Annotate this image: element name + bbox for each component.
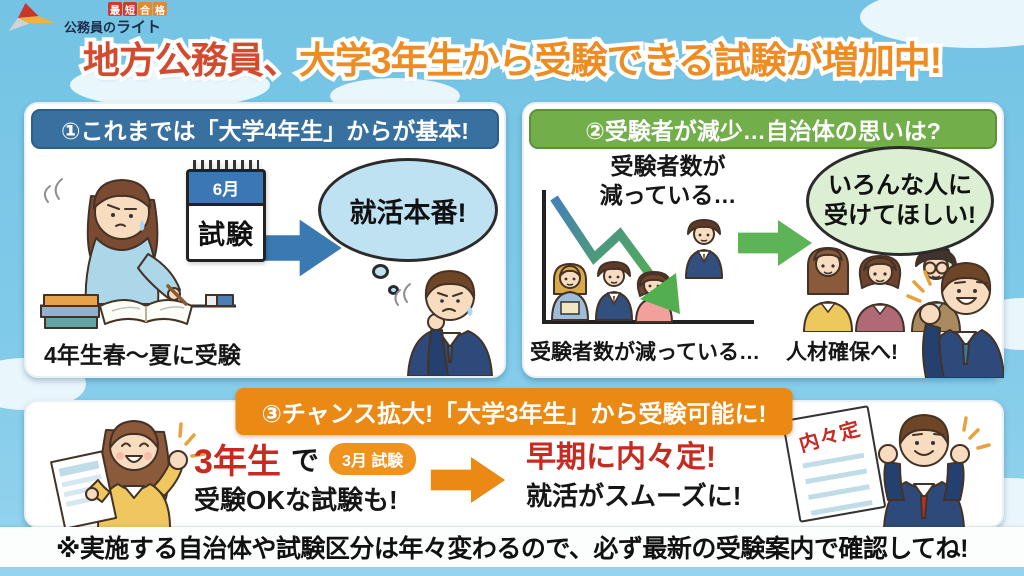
grade-suffix: で — [290, 444, 319, 476]
declining-applicants-chart — [542, 190, 754, 324]
march-exam-badge: 3月 試験 — [328, 442, 417, 475]
brand-text: 最 短 合 格 公務員のライト — [64, 2, 167, 37]
speech-bubble-line2: 受けてほしい! — [824, 202, 976, 229]
paper-plane-icon — [8, 2, 56, 32]
chart-annotation-line2: 減っている… — [599, 181, 737, 208]
title-part2: 大学3年生から受験できる試験が増加中! — [298, 40, 942, 81]
thought-bubble: 就活本番! — [318, 158, 498, 262]
worried-student-illustration — [394, 270, 493, 376]
happy-graduate-illustration — [878, 414, 991, 528]
cloud — [70, 62, 270, 108]
page-title: 地方公務員、大学3年生から受験できる試験が増加中! 地方公務員、大学3年生から受… — [0, 30, 1024, 92]
badge-char: 短 — [123, 2, 137, 17]
panel-2-header: ②受験者が減少…自治体の思いは? — [529, 109, 997, 149]
calendar-label: 試験 — [186, 203, 266, 262]
footer-disclaimer-bar: ※実施する自治体や試験区分は年々変わるので、必ず最新の受験案内で確認してね! — [0, 527, 1024, 567]
panel-3-expansion: ③チャンス拡大!「大学3年生」から受験可能に! 3年生で 3月 試験 受験OKな… — [24, 388, 1004, 528]
determined-official-illustration — [906, 262, 1004, 378]
panel-3-result-highlight: 早期に内々定! — [526, 441, 716, 474]
panel-1-before: ①これまでは「大学4年生」からが基本! 6月 試験 就活本番! — [24, 102, 506, 378]
brand-name: 公務員のライト — [64, 16, 167, 37]
thought-bubble-text: 就活本番! — [349, 197, 467, 228]
chart-annotation: 受験者数が 減っている… — [568, 152, 768, 210]
right-arrow-blue-icon — [250, 219, 342, 277]
title-part1: 地方公務員、 — [82, 40, 300, 81]
panel-3-header: ③チャンス拡大!「大学3年生」から受験可能に! — [235, 388, 793, 435]
panel-3-line1: 3年生で 3月 試験 — [194, 434, 417, 483]
panel-3-line2: 受験OKな試験も! — [194, 485, 398, 515]
right-arrow-green-icon — [738, 220, 812, 266]
calendar-month: 6月 — [186, 169, 266, 203]
title-part2-outline: 大学3年生から受験できる試験が増加中! — [295, 36, 946, 85]
footer-disclaimer-text: ※実施する自治体や試験区分は年々変わるので、必ず最新の受験案内で確認してね! — [56, 535, 968, 563]
diverse-people-illustration — [803, 247, 961, 332]
thought-bubble-dot — [388, 285, 399, 295]
panel-2-decline: ②受験者が減少…自治体の思いは? 受験者数が 減っている… — [522, 102, 1004, 378]
brand-name-prefix: 公務員の — [64, 20, 117, 35]
speech-bubble: いろんな人に 受けてほしい! — [806, 146, 994, 256]
brand-name-bold: ライト — [116, 19, 162, 36]
badge-char: 最 — [108, 2, 122, 17]
panel-3-result-sub: 就活がスムーズに! — [526, 481, 742, 511]
thought-bubble-dot — [372, 264, 389, 279]
title-part1-outline: 地方公務員、 — [79, 36, 304, 85]
speech-bubble-line1: いろんな人に — [828, 172, 972, 199]
calendar-icon: 6月 試験 — [186, 160, 266, 262]
page-title-text: 地方公務員、大学3年生から受験できる試験が増加中! — [0, 30, 1024, 84]
panel-1-header: ①これまでは「大学4年生」からが基本! — [31, 109, 499, 149]
brand-logo: 最 短 合 格 公務員のライト — [4, 2, 167, 37]
brand-badge: 最 短 合 格 — [108, 2, 167, 17]
panel-1-caption: 4年生春〜夏に受験 — [44, 342, 241, 368]
panel-2-caption-left: 受験者数が減っている… — [530, 341, 760, 364]
badge-char: 格 — [153, 2, 167, 17]
cheering-student-illustration — [50, 420, 206, 528]
chart-annotation-line1: 受験者数が — [610, 153, 726, 179]
page-title-outline: 地方公務員、大学3年生から受験できる試験が増加中! — [0, 30, 1024, 85]
calendar-rings — [193, 160, 259, 169]
right-arrow-orange-icon — [430, 456, 506, 504]
badge-char: 合 — [138, 2, 152, 17]
panel-2-caption-right: 人材確保へ! — [786, 341, 898, 364]
studying-student-illustration — [40, 178, 236, 329]
grade-highlight: 3年生 — [194, 443, 281, 481]
